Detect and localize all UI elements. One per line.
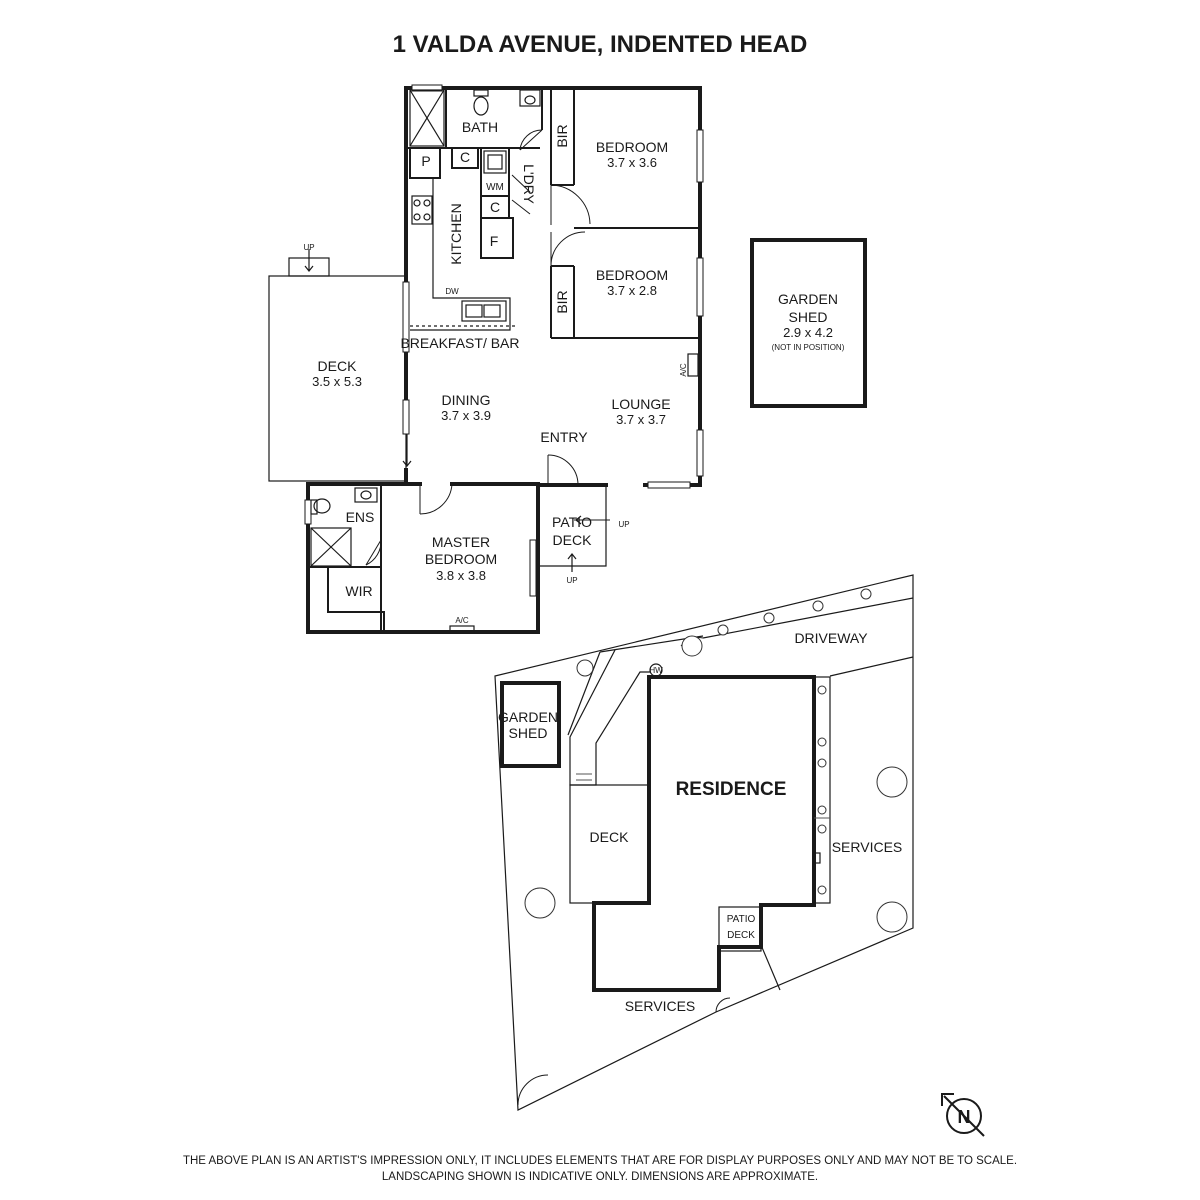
lounge-label: LOUNGE — [611, 396, 670, 412]
site-patio-label-1: PATIO — [727, 914, 756, 925]
bath-label: BATH — [462, 119, 498, 135]
bedroom2-label: BEDROOM — [596, 267, 668, 283]
cupboard-label-1: C — [460, 149, 470, 165]
ac-label-1: A/C — [679, 363, 688, 377]
site-deck-label: DECK — [590, 829, 630, 845]
fixtures — [310, 89, 699, 633]
deck-up-label: UP — [303, 243, 314, 252]
garden-shed-detail: GARDEN SHED 2.9 x 4.2 (NOT IN POSITION) — [750, 238, 867, 408]
garden-shed-note: (NOT IN POSITION) — [772, 343, 845, 352]
dining-label: DINING — [442, 392, 491, 408]
master-label-2: BEDROOM — [425, 551, 497, 567]
services-label-right: SERVICES — [832, 839, 903, 855]
ac-label-2: A/C — [455, 616, 469, 625]
main-floor-plan: BATH BIR BEDROOM 3.7 x 3.6 P C L'DRY WM … — [268, 84, 704, 634]
north-arrow-icon: N — [941, 1093, 985, 1137]
patio-up-label-2: UP — [566, 576, 577, 585]
services-label-bottom: SERVICES — [625, 998, 696, 1014]
bedroom2-dim: 3.7 x 2.8 — [607, 283, 657, 298]
residence-label: RESIDENCE — [676, 779, 787, 800]
bir-label-1: BIR — [554, 124, 570, 147]
site-shed-label-1: GARDEN — [498, 709, 558, 725]
garden-shed-label-1: GARDEN — [778, 291, 838, 307]
doors — [365, 129, 610, 572]
patio-up-label-1: UP — [618, 520, 629, 529]
pantry-label: P — [421, 153, 430, 169]
disclaimer-line-2: LANDSCAPING SHOWN IS INDICATIVE ONLY. DI… — [382, 1171, 818, 1183]
dishwasher-label: DW — [445, 287, 459, 296]
dining-dim: 3.7 x 3.9 — [441, 408, 491, 423]
ensuite-label: ENS — [346, 509, 375, 525]
site-shed-label-2: SHED — [509, 725, 548, 741]
entry-label: ENTRY — [540, 429, 588, 445]
wir-label: WIR — [345, 583, 372, 599]
washing-machine-label: WM — [486, 182, 504, 193]
master-dim: 3.8 x 3.8 — [436, 568, 486, 583]
breakfast-bar-label: BREAKFAST/ BAR — [400, 335, 519, 351]
bir-label-2: BIR — [554, 290, 570, 313]
garden-shed-label-2: SHED — [789, 309, 828, 325]
bedroom1-dim: 3.7 x 3.6 — [607, 155, 657, 170]
windows — [304, 84, 704, 597]
lounge-dim: 3.7 x 3.7 — [616, 412, 666, 427]
north-label: N — [958, 1107, 971, 1127]
hot-water-label: HW — [649, 666, 663, 675]
garden-shed-dim: 2.9 x 4.2 — [783, 325, 833, 340]
patio-label-1: PATIO — [552, 514, 592, 530]
site-patio-label-2: DECK — [727, 930, 755, 941]
master-label-1: MASTER — [432, 534, 490, 550]
bedroom1-label: BEDROOM — [596, 139, 668, 155]
disclaimer-line-1: THE ABOVE PLAN IS AN ARTIST'S IMPRESSION… — [183, 1155, 1017, 1167]
cupboard-label-2: C — [490, 199, 500, 215]
laundry-label: L'DRY — [521, 164, 537, 204]
interior-walls — [308, 88, 700, 632]
site-plan: HW GARDEN SHED DECK RESIDENCE PATIO DECK… — [494, 574, 914, 1111]
kitchen-label: KITCHEN — [448, 203, 464, 264]
deck-label: DECK — [318, 358, 358, 374]
deck-dim: 3.5 x 5.3 — [312, 374, 362, 389]
plan-title: 1 VALDA AVENUE, INDENTED HEAD — [393, 31, 808, 58]
landscaping — [524, 588, 908, 933]
patio-label-2: DECK — [553, 532, 593, 548]
driveway-label: DRIVEWAY — [794, 630, 868, 646]
fridge-label: F — [490, 233, 499, 249]
